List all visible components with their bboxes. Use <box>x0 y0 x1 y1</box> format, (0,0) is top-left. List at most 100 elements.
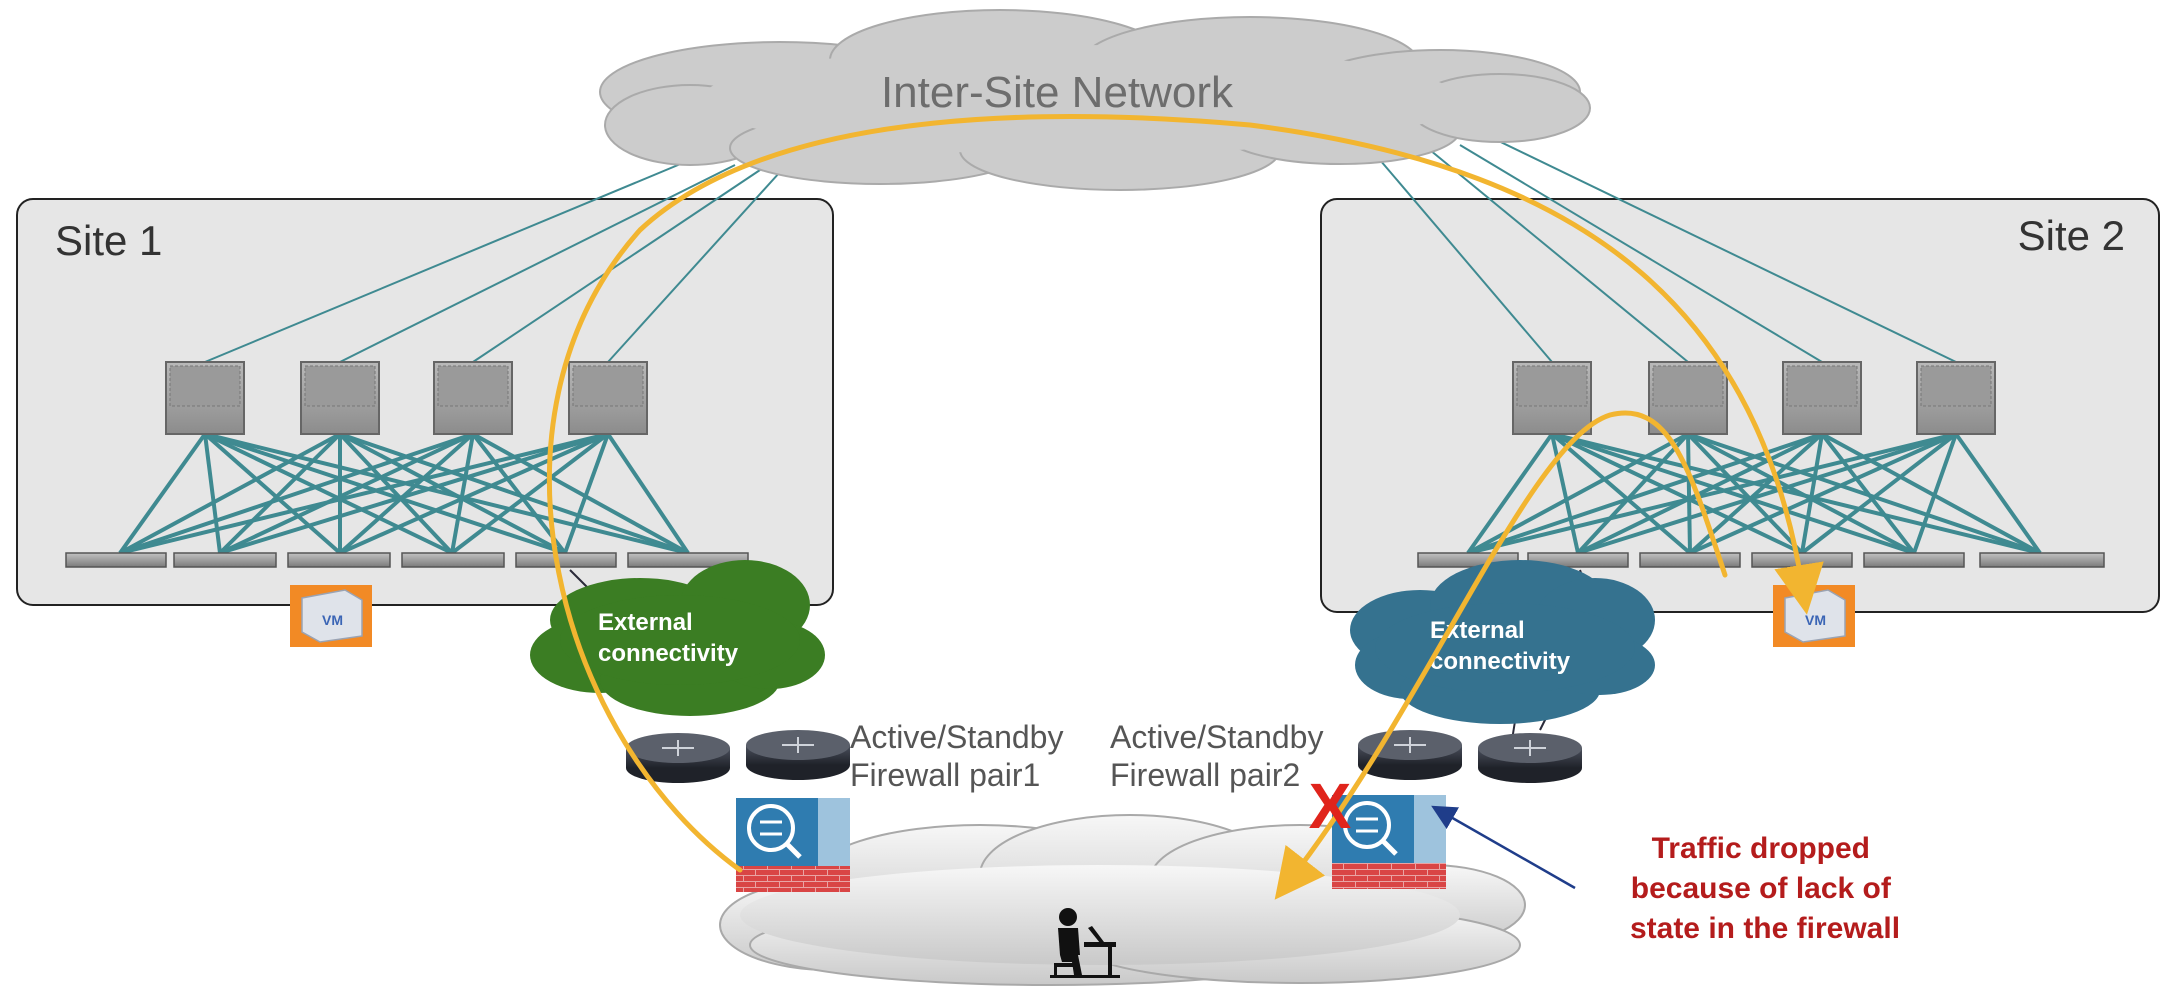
drop-marker-icon: X <box>1309 770 1352 842</box>
fabric-link <box>1689 432 1957 555</box>
fabric-link <box>563 433 610 554</box>
fabric-link <box>339 432 689 555</box>
fabric-link <box>1550 432 1692 555</box>
firewall-pair2 <box>1332 795 1446 889</box>
user-at-desk-icon <box>1050 908 1120 978</box>
fabric-link <box>219 432 474 555</box>
leaf-switch <box>1863 552 1965 568</box>
leaf-switch <box>627 552 749 568</box>
fabric-link <box>1466 432 1554 555</box>
leaf-switch <box>173 552 277 568</box>
fabric-link <box>1686 433 1692 554</box>
firewall-pair1-line1: Active/Standby <box>850 719 1063 755</box>
router-site1-b <box>746 730 850 780</box>
vm-label: VM <box>1805 612 1826 628</box>
leaf-switch <box>401 552 505 568</box>
traffic-flow-outbound <box>546 114 1824 873</box>
fabric-link <box>203 433 222 554</box>
fabric-link <box>1551 432 2041 555</box>
vm-site1: VM <box>290 585 372 647</box>
leaf-switch <box>1751 552 1853 568</box>
fabric-link <box>1687 432 1915 555</box>
fabric-link <box>1687 432 2041 555</box>
fabric-link <box>119 432 341 555</box>
drop-note-line3: state in the firewall <box>1630 912 1900 945</box>
external-label-line2: connectivity <box>1430 648 1571 675</box>
fabric-link <box>204 432 453 555</box>
spine-switch <box>433 361 513 435</box>
site2-fabric-links <box>1466 432 2042 555</box>
fabric-link <box>606 432 690 555</box>
site1-label: Site 1 <box>55 217 162 264</box>
fabric-link <box>1800 433 1824 554</box>
traffic-flows <box>546 114 1824 900</box>
fabric-link <box>471 432 567 555</box>
drop-note-pointer <box>1431 805 1576 890</box>
fabric-link <box>450 433 475 554</box>
external-label-line2: connectivity <box>598 640 739 667</box>
fabric-link <box>1576 432 1690 555</box>
leaf-switch <box>287 552 391 568</box>
fabric-link <box>218 432 342 555</box>
fabric-link <box>338 432 454 555</box>
isn-uplinks <box>204 131 1957 363</box>
external-label-line1: External <box>598 609 693 636</box>
firewall-pair1-line2: Firewall pair1 <box>850 757 1040 793</box>
firewall-pair1-label: Active/Standby Firewall pair1 <box>850 719 1072 793</box>
fabric-link <box>203 432 342 555</box>
fabric-link <box>1467 432 1957 555</box>
drop-note: Traffic dropped because of lack of state… <box>1630 832 1900 945</box>
site2-spines <box>1512 361 1996 435</box>
vm-site2: VM <box>1773 585 1855 647</box>
router-site2-b <box>1478 733 1582 783</box>
fabric-link <box>1577 432 1823 555</box>
fabric-link <box>339 432 566 555</box>
fabric-link <box>204 432 566 555</box>
leaf-switch <box>515 552 617 568</box>
firewall-pair1 <box>736 798 850 892</box>
vm-label: VM <box>322 612 343 628</box>
fabric-link <box>450 432 610 555</box>
fabric-link <box>204 432 689 555</box>
leaf-switch <box>65 552 167 568</box>
fabric-link <box>1467 432 1823 555</box>
spine-switch <box>1512 361 1592 435</box>
spine-switch <box>568 361 648 435</box>
spine-switch <box>300 361 380 435</box>
site2-label: Site 2 <box>2018 212 2125 259</box>
external-label-site1: External connectivity <box>598 609 739 667</box>
fabric-link <box>1912 433 1958 554</box>
spine-switch <box>165 361 245 435</box>
site2-box <box>1320 198 2160 613</box>
fabric-link <box>1686 432 1804 555</box>
fabric-link <box>339 432 609 555</box>
firewall-pair2-line1: Active/Standby <box>1110 719 1323 755</box>
spine-switch <box>1782 361 1862 435</box>
firewall-pair2-line2: Firewall pair2 <box>1110 757 1300 793</box>
drop-note-line2: because of lack of <box>1631 872 1892 905</box>
router-site1-a <box>626 733 730 783</box>
traffic-flow-return <box>1274 410 1728 900</box>
leaf-switch <box>1639 552 1741 568</box>
fabric-link <box>118 432 207 555</box>
fabric-link <box>1820 432 1916 555</box>
spine-switch <box>1648 361 1728 435</box>
fabric-link <box>1954 432 2042 555</box>
isn-title: Inter-Site Network <box>881 68 1234 117</box>
fabric-link <box>472 432 689 555</box>
inter-site-network-cloud <box>599 9 1591 191</box>
site1-fabric-links <box>118 432 690 555</box>
leaf-switch <box>1979 552 2105 568</box>
fabric-link <box>338 432 475 555</box>
fabric-link <box>1551 432 1915 555</box>
site1-spines <box>165 361 648 435</box>
fabric-link <box>1821 432 2041 555</box>
fabric-link <box>1550 433 1580 554</box>
spine-switch <box>1916 361 1996 435</box>
firewall-pair2-label: Active/Standby Firewall pair2 <box>1110 719 1332 793</box>
fabric-link <box>219 432 609 555</box>
fabric-link <box>119 432 474 555</box>
fabric-link <box>1551 432 1803 555</box>
external-cloud-site1 <box>530 560 825 716</box>
